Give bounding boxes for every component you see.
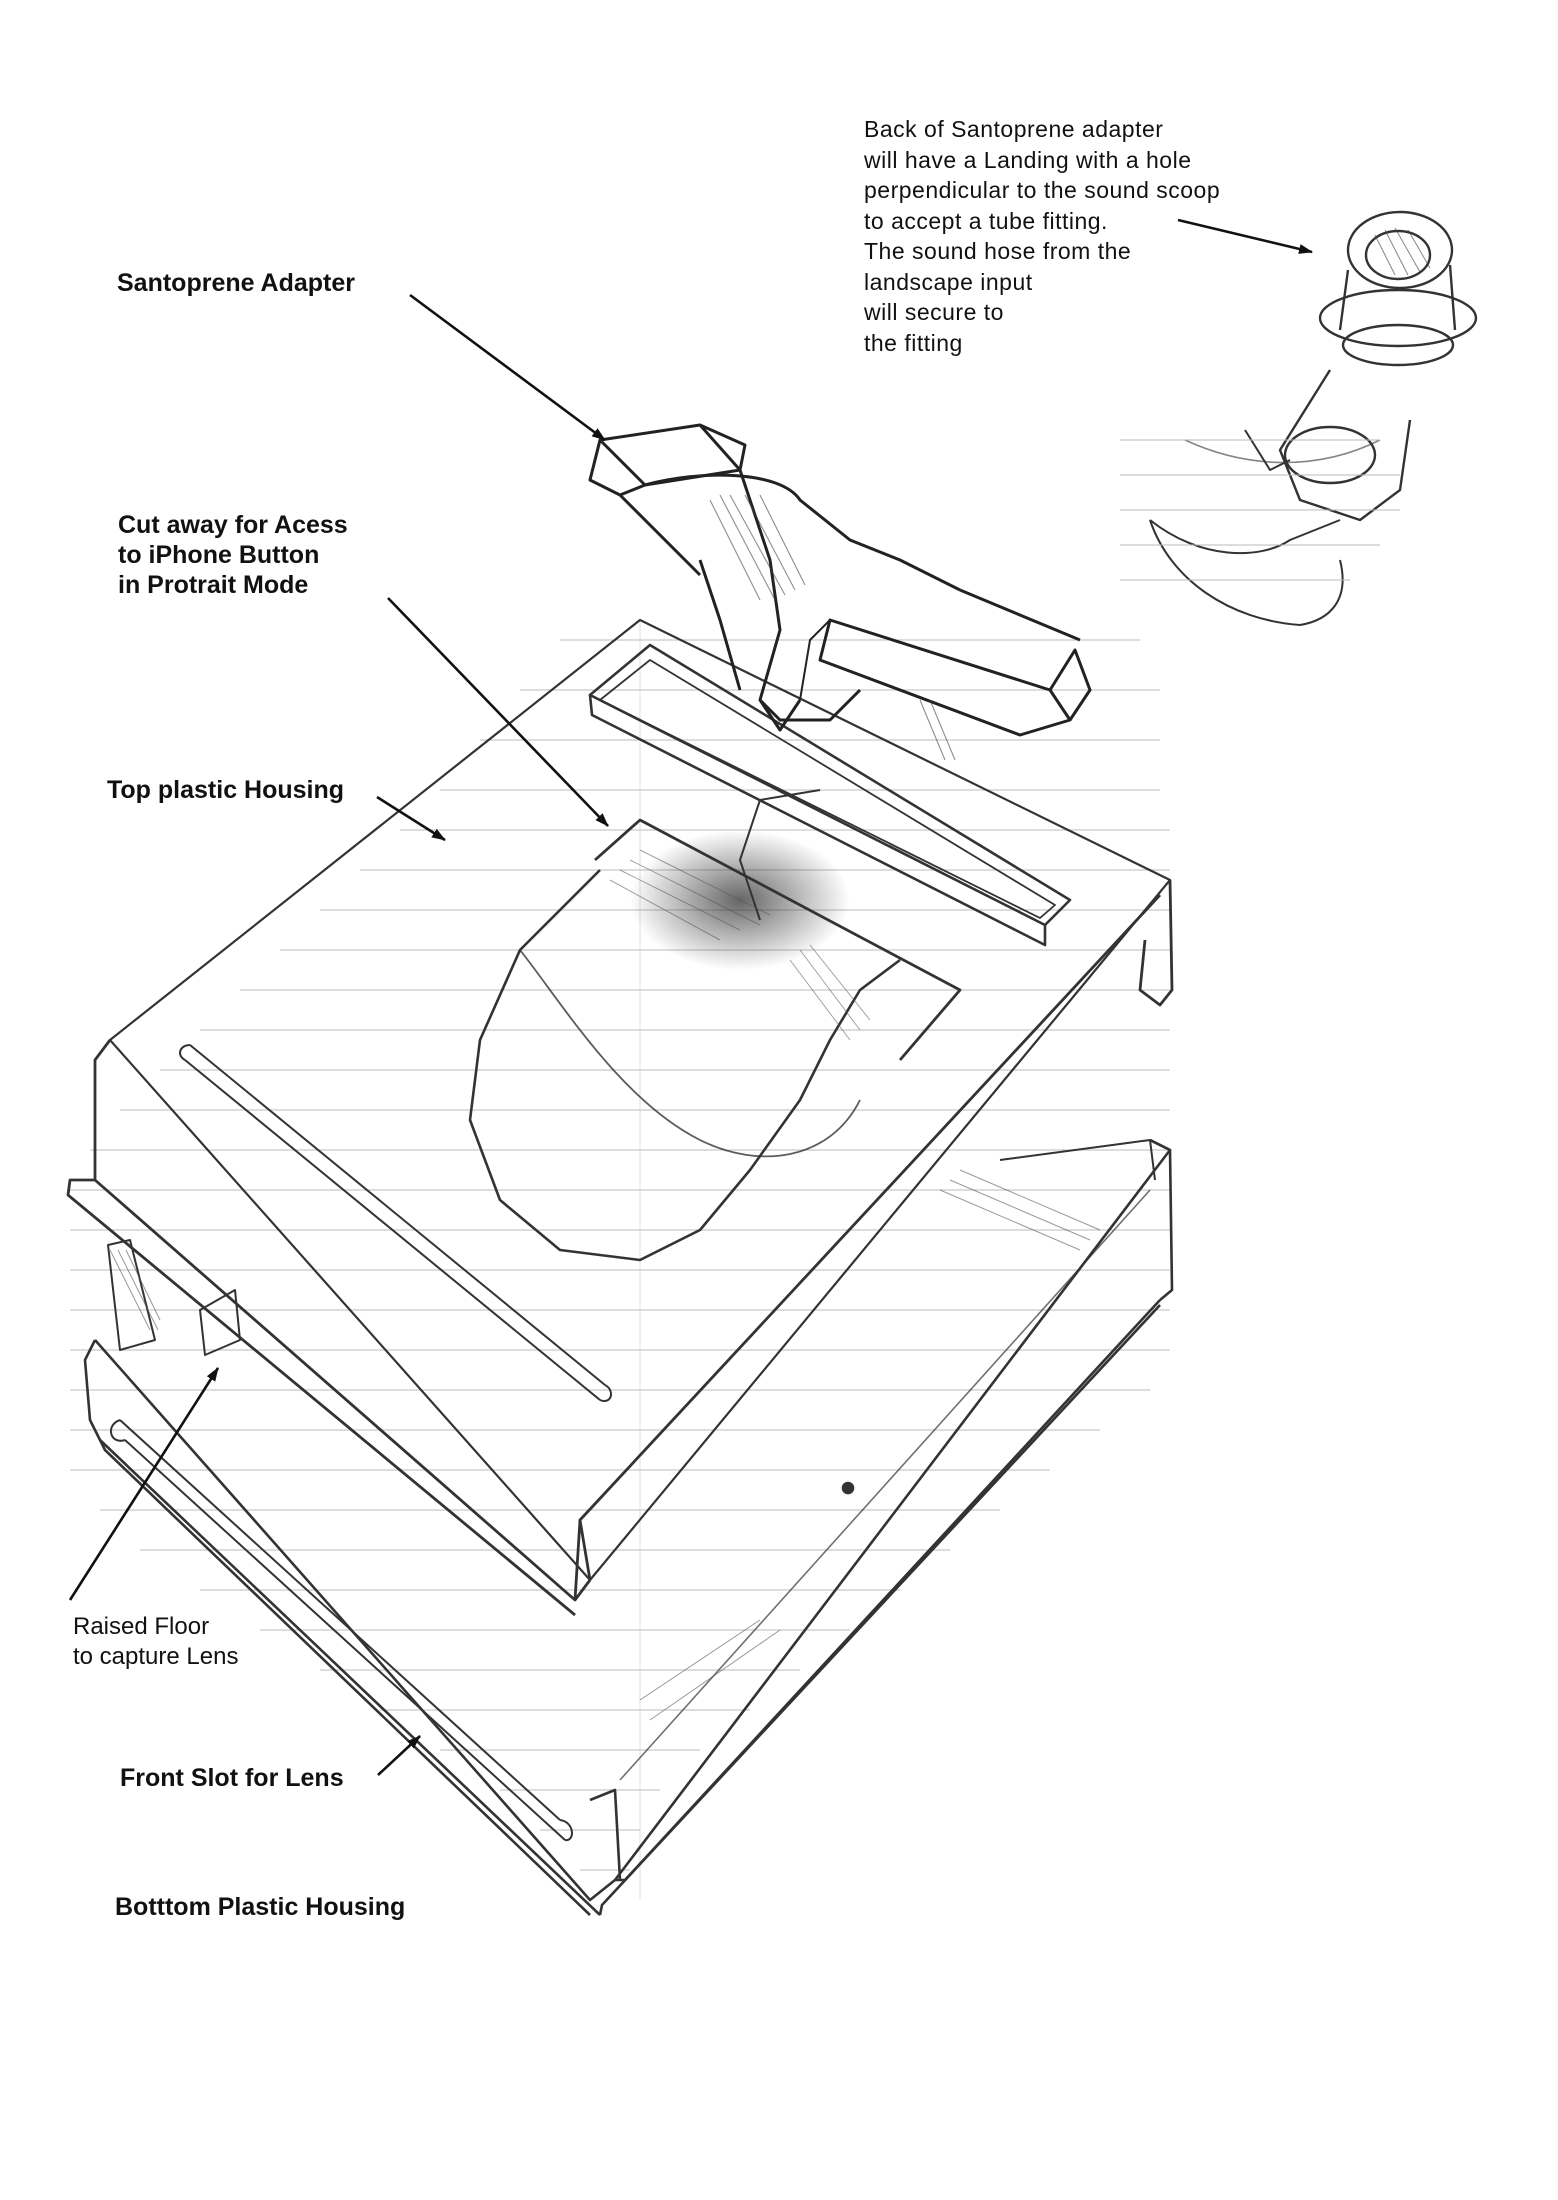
callout-raised-floor-line-2: to capture Lens [73, 1643, 239, 1670]
callout-top-housing: Top plastic Housing [107, 776, 345, 804]
arrow-front-slot [377, 1735, 421, 1776]
back-note-line-6: landscape input [864, 268, 1033, 295]
fitting-detail-sketch [1120, 210, 1478, 626]
callout-cut-away-line-3: in Protrait Mode [118, 571, 309, 599]
bottom-housing-sketch [83, 1138, 1174, 1916]
callout-cut-away-line-2: to iPhone Button [118, 541, 320, 569]
bottom-housing-shading [109, 1169, 1101, 1721]
arrow-cut-away [387, 597, 609, 827]
callout-raised-floor-line-1: Raised Floor [73, 1613, 210, 1640]
arrow-raised-floor [68, 1367, 220, 1601]
callout-cut-away: Cut away for Acess to iPhone Button in P… [118, 510, 348, 600]
adapter-shading [709, 494, 956, 761]
top-housing-sketch [66, 618, 1174, 1617]
callout-back-note: Back of Santoprene adapter will have a L… [864, 114, 1220, 358]
santoprene-adapter-sketch [588, 423, 1092, 737]
callout-bottom-housing: Botttom Plastic Housing [115, 1893, 406, 1921]
arrow-back-note [1177, 218, 1313, 254]
back-note-line-2: will have a Landing with a hole [864, 146, 1192, 173]
callout-santoprene-adapter: Santoprene Adapter [117, 269, 356, 297]
back-note-line-8: the fitting [864, 329, 963, 356]
back-note-line-3: perpendicular to the sound scoop [864, 177, 1221, 203]
guide-lines [70, 620, 1170, 1900]
callout-front-slot: Front Slot for Lens [120, 1764, 344, 1792]
callout-raised-floor: Raised Floor to capture Lens [73, 1612, 238, 1672]
callout-arrows [68, 218, 1313, 1776]
back-note-line-7: will secure to [864, 299, 1004, 325]
back-note-line-4: to accept a tube fitting. [864, 207, 1108, 234]
fitting-detail-shading [1374, 227, 1431, 276]
arrow-top-housing [376, 795, 446, 842]
top-housing-shading [609, 849, 871, 1041]
arrow-santoprene-adapter [409, 293, 606, 442]
adapter-slot-frame [588, 643, 1072, 947]
back-note-line-1: Back of Santoprene adapter [864, 116, 1164, 142]
back-note-line-5: The sound hose from the [864, 238, 1132, 264]
callout-cut-away-line-1: Cut away for Acess [118, 511, 348, 539]
